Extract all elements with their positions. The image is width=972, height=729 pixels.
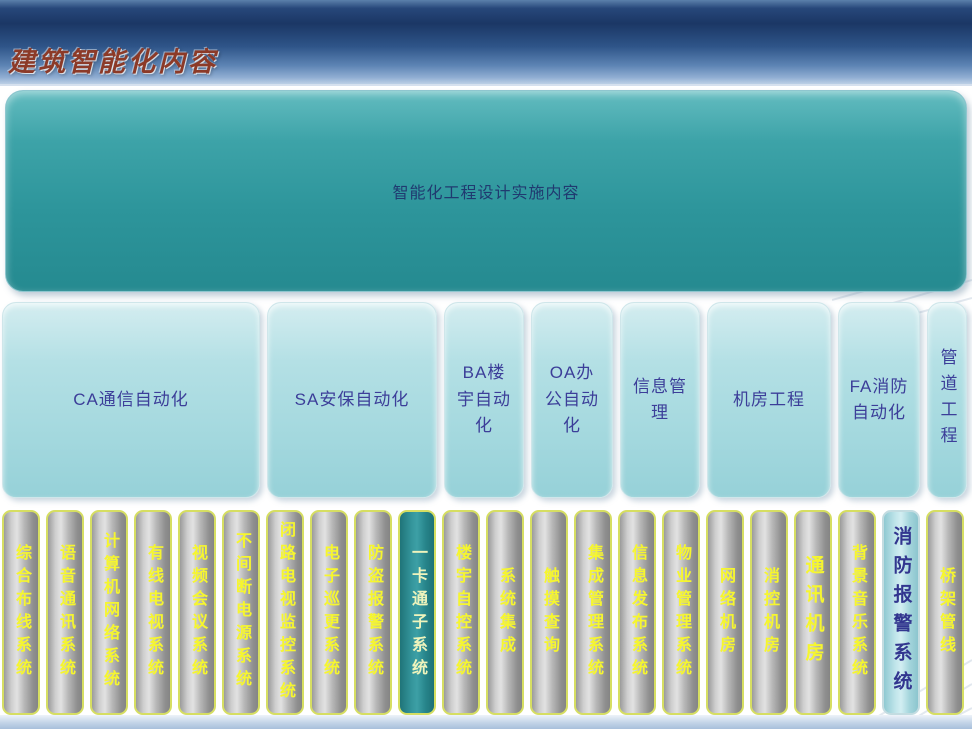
subsystem-label: 视频会议系统 xyxy=(189,543,206,682)
subsystem-label: 消防报警系统 xyxy=(890,525,912,700)
subsystem-cable-tray-piping: 桥架管线 xyxy=(926,510,964,715)
subsystem-one-card: 一卡通子系统 xyxy=(398,510,436,715)
subsystem-ups-power: 不间断电源系统 xyxy=(222,510,260,715)
subsystem-label: 语音通讯系统 xyxy=(57,543,74,682)
subsystem-background-music: 背景音乐系统 xyxy=(838,510,876,715)
subsystem-computer-network: 计算机网络系统 xyxy=(90,510,128,715)
subsystem-label: 触摸查询 xyxy=(541,566,558,659)
slide-header: 建筑智能化内容 xyxy=(0,0,972,86)
subsystem-label: 一卡通子系统 xyxy=(409,543,426,682)
subsystem-voice-communication: 语音通讯系统 xyxy=(46,510,84,715)
subsystem-label: 楼宇自控系统 xyxy=(453,543,470,682)
subsystem-label: 有线电视系统 xyxy=(145,543,162,682)
category-label: OA办公自动化 xyxy=(545,363,599,436)
category-label: CA通信自动化 xyxy=(73,389,189,409)
subsystem-label: 电子巡更系统 xyxy=(321,543,338,682)
subsystem-property-management: 物业管理系统 xyxy=(662,510,700,715)
category-ba-building-automation: BA楼宇自动化 xyxy=(444,302,524,498)
subsystem-label: 物业管理系统 xyxy=(673,543,690,682)
subsystem-communication-room: 通讯机房 xyxy=(794,510,832,715)
subsystem-building-control: 楼宇自控系统 xyxy=(442,510,480,715)
subsystem-fire-alarm: 消防报警系统 xyxy=(882,510,920,715)
subsystem-fire-control-room: 消控机房 xyxy=(750,510,788,715)
category-label: 管道工程 xyxy=(937,348,957,452)
subsystem-label: 网络机房 xyxy=(717,566,734,659)
subsystem-label: 不间断电源系统 xyxy=(233,532,250,693)
subsystem-electronic-patrol: 电子巡更系统 xyxy=(310,510,348,715)
subsystem-burglar-alarm: 防盗报警系统 xyxy=(354,510,392,715)
subsystem-label: 闭路电视监控系统 xyxy=(277,520,294,705)
subsystem-information-release: 信息发布系统 xyxy=(618,510,656,715)
category-oa-office-automation: OA办公自动化 xyxy=(531,302,613,498)
category-label: SA安保自动化 xyxy=(294,389,410,409)
category-information-management: 信息管理 xyxy=(620,302,700,498)
subsystem-integrated-management: 集成管理系统 xyxy=(574,510,612,715)
subsystem-label: 消控机房 xyxy=(761,566,778,659)
subsystem-label: 计算机网络系统 xyxy=(101,532,118,693)
main-box-label: 智能化工程设计实施内容 xyxy=(392,185,580,202)
main-box: 智能化工程设计实施内容 xyxy=(5,90,967,292)
category-label: FA消防自动化 xyxy=(849,376,909,422)
subsystem-label: 背景音乐系统 xyxy=(849,543,866,682)
subsystem-label: 系统集成 xyxy=(497,566,514,659)
category-label: BA楼宇自动化 xyxy=(457,363,511,436)
category-sa-security-automation: SA安保自动化 xyxy=(267,302,437,498)
subsystem-label: 桥架管线 xyxy=(937,566,954,659)
subsystem-cctv-monitoring: 闭路电视监控系统 xyxy=(266,510,304,715)
subsystem-video-conference: 视频会议系统 xyxy=(178,510,216,715)
subsystem-cable-tv: 有线电视系统 xyxy=(134,510,172,715)
subsystem-label: 信息发布系统 xyxy=(629,543,646,682)
footer-strip xyxy=(0,715,972,729)
subsystem-network-room: 网络机房 xyxy=(706,510,744,715)
page-title: 建筑智能化内容 xyxy=(8,47,218,78)
category-piping-engineering: 管道工程 xyxy=(927,302,967,498)
category-label: 机房工程 xyxy=(733,389,805,409)
category-label: 信息管理 xyxy=(633,376,687,422)
subsystem-label: 综合布线系统 xyxy=(13,543,30,682)
subsystem-label: 通讯机房 xyxy=(802,554,824,671)
subsystem-label: 防盗报警系统 xyxy=(365,543,382,682)
subsystem-touch-query: 触摸查询 xyxy=(530,510,568,715)
subsystem-row: 综合布线系统 语音通讯系统 计算机网络系统 有线电视系统 视频会议系统 不间断电… xyxy=(2,510,970,715)
category-row: CA通信自动化 SA安保自动化 BA楼宇自动化 OA办公自动化 信息管理 机房工… xyxy=(2,302,970,498)
subsystem-label: 集成管理系统 xyxy=(585,543,602,682)
subsystem-structured-cabling: 综合布线系统 xyxy=(2,510,40,715)
category-fa-fire-automation: FA消防自动化 xyxy=(838,302,920,498)
subsystem-system-integration: 系统集成 xyxy=(486,510,524,715)
category-ca-communication-automation: CA通信自动化 xyxy=(2,302,260,498)
category-machine-room-engineering: 机房工程 xyxy=(707,302,831,498)
